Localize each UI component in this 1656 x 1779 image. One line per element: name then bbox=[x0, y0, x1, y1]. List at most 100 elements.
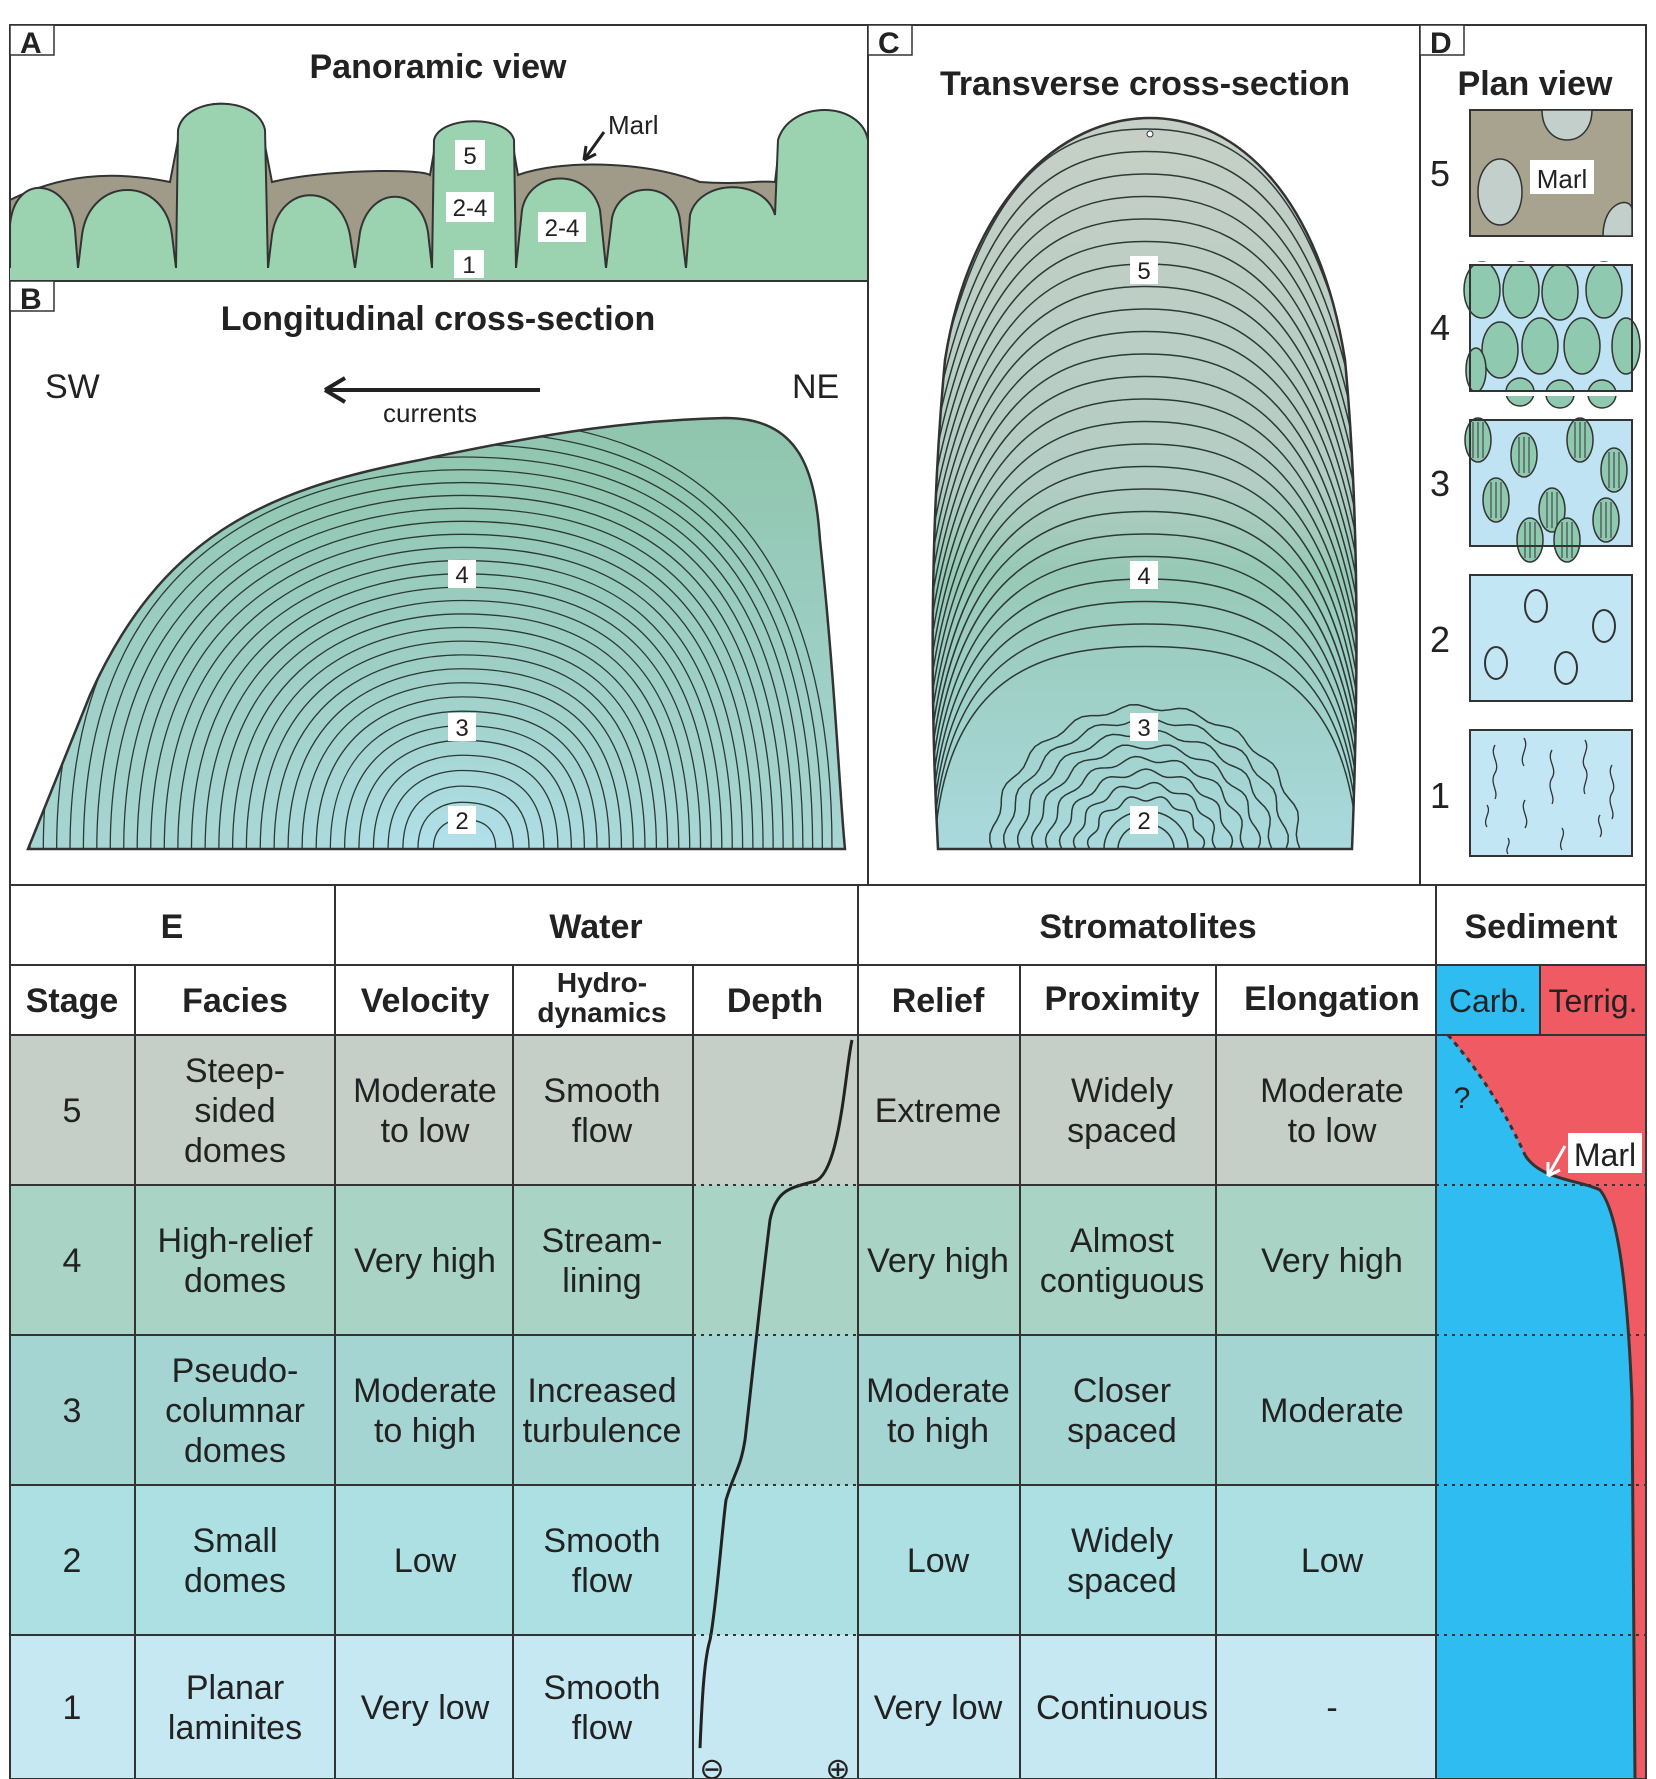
cell-velocity: Moderate bbox=[353, 1072, 497, 1110]
panel-a-label-1: 1 bbox=[462, 252, 475, 279]
group-stromatolites: Stromatolites bbox=[1039, 908, 1256, 946]
cell-proximity: Closer bbox=[1073, 1372, 1171, 1410]
cell-hydro: flow bbox=[572, 1709, 633, 1747]
table-e: ? Marl E Water Stromatolites Sediment St… bbox=[9, 884, 1647, 1779]
cell-relief: Extreme bbox=[875, 1092, 1002, 1130]
cell-hydro: turbulence bbox=[523, 1412, 682, 1450]
table-row bbox=[10, 1335, 1436, 1485]
cell-relief: Moderate bbox=[866, 1372, 1010, 1410]
cell-relief: Low bbox=[907, 1542, 970, 1580]
panel-c-stage-5: 5 bbox=[1137, 258, 1150, 285]
panel-c: C Transverse cross-section 5 4 3 2 bbox=[867, 24, 1421, 886]
header-hydro-1: Hydro- bbox=[557, 967, 647, 998]
panel-a: A Panoramic view 5 2-4 2-4 1 Marl bbox=[9, 24, 869, 282]
plan-marl-label: Marl bbox=[1537, 164, 1588, 194]
cell-facies: columnar bbox=[165, 1392, 305, 1430]
currents-label: currents bbox=[383, 398, 477, 428]
cell-proximity: spaced bbox=[1067, 1412, 1177, 1450]
cell-proximity: spaced bbox=[1067, 1562, 1177, 1600]
depth-curve bbox=[698, 1039, 854, 1749]
sw-label: SW bbox=[45, 368, 100, 406]
cell-proximity: Continuous bbox=[1036, 1689, 1208, 1727]
panel-c-letter: C bbox=[878, 27, 900, 60]
panel-c-stage-4: 4 bbox=[1137, 563, 1150, 590]
cell-elongation: to low bbox=[1288, 1112, 1377, 1150]
cell-proximity: spaced bbox=[1067, 1112, 1177, 1150]
depth-minus-icon: ⊖ bbox=[699, 1753, 724, 1779]
table-row bbox=[10, 1635, 1436, 1779]
cell-proximity: contiguous bbox=[1040, 1262, 1204, 1300]
cell-hydro: Stream- bbox=[542, 1222, 663, 1260]
cell-hydro: Smooth bbox=[543, 1669, 660, 1707]
header-hydro-2: dynamics bbox=[537, 997, 666, 1028]
cell-hydro: Increased bbox=[527, 1372, 676, 1410]
cell-elongation: Moderate bbox=[1260, 1392, 1404, 1430]
header-stage: Stage bbox=[26, 982, 119, 1020]
cell-hydro: flow bbox=[572, 1112, 633, 1150]
cell-relief: Very high bbox=[867, 1242, 1009, 1280]
panel-a-letter: A bbox=[20, 27, 42, 60]
group-water: Water bbox=[549, 908, 642, 946]
cell-velocity: to low bbox=[381, 1112, 470, 1150]
panel-b-stage-2: 2 bbox=[455, 808, 468, 835]
plan-stage-5: 5 bbox=[1430, 153, 1450, 194]
panel-a-label-2-4b: 2-4 bbox=[545, 215, 580, 242]
panel-a-title: Panoramic view bbox=[309, 48, 567, 86]
cell-velocity: Low bbox=[394, 1542, 457, 1580]
carbonate-fill bbox=[1436, 1035, 1635, 1779]
cell-facies: Small bbox=[192, 1522, 277, 1560]
panel-b: B Longitudinal cross-section SW NE curre… bbox=[9, 280, 869, 886]
header-facies: Facies bbox=[182, 982, 288, 1020]
plan-stage-4: 4 bbox=[1430, 307, 1450, 348]
panel-a-label-5: 5 bbox=[463, 143, 476, 170]
sediment-marl-arrow-icon bbox=[1546, 1145, 1567, 1178]
panel-b-stage-3: 3 bbox=[455, 715, 468, 742]
cell-stage: 3 bbox=[63, 1392, 82, 1430]
cell-velocity: to high bbox=[374, 1412, 476, 1450]
cell-velocity: Moderate bbox=[353, 1372, 497, 1410]
header-relief: Relief bbox=[892, 982, 985, 1020]
header-terrig: Terrig. bbox=[1549, 983, 1638, 1019]
table-row bbox=[10, 1185, 1436, 1335]
cell-elongation: Moderate bbox=[1260, 1072, 1404, 1110]
panel-b-title: Longitudinal cross-section bbox=[221, 300, 655, 338]
cell-facies: High-relief bbox=[158, 1222, 313, 1260]
header-proximity: Proximity bbox=[1045, 980, 1200, 1018]
panel-c-stage-2: 2 bbox=[1137, 808, 1150, 835]
panel-a-marl-label: Marl bbox=[608, 110, 659, 140]
cell-hydro: lining bbox=[562, 1262, 641, 1300]
ne-label: NE bbox=[792, 368, 839, 406]
cell-facies: domes bbox=[184, 1432, 286, 1470]
cell-facies: domes bbox=[184, 1132, 286, 1170]
marl-arrow-icon bbox=[582, 131, 606, 162]
panel-a-label-2-4a: 2-4 bbox=[453, 195, 488, 222]
cell-facies: domes bbox=[184, 1562, 286, 1600]
sediment-question: ? bbox=[1454, 1082, 1471, 1115]
panel-c-stage-3: 3 bbox=[1137, 715, 1150, 742]
plan-stage-1: 1 bbox=[1430, 775, 1450, 816]
panel-c-title: Transverse cross-section bbox=[940, 65, 1350, 103]
cell-facies: Steep- bbox=[185, 1052, 285, 1090]
cell-stage: 2 bbox=[63, 1542, 82, 1580]
group-sediment: Sediment bbox=[1464, 908, 1617, 946]
panel-d: D Plan view Marl 5 4 3 2 bbox=[1419, 24, 1647, 886]
panel-b-stage-4: 4 bbox=[455, 562, 468, 589]
sediment-marl-label: Marl bbox=[1574, 1137, 1636, 1173]
cell-proximity: Widely bbox=[1071, 1072, 1173, 1110]
cell-relief: Very low bbox=[874, 1689, 1003, 1727]
cell-stage: 1 bbox=[63, 1689, 82, 1727]
plan-stage-2: 2 bbox=[1430, 619, 1450, 660]
cell-facies: domes bbox=[184, 1262, 286, 1300]
cell-stage: 4 bbox=[63, 1242, 82, 1280]
panel-b-letter: B bbox=[20, 283, 42, 316]
cell-hydro: Smooth bbox=[543, 1522, 660, 1560]
panel-d-title: Plan view bbox=[1458, 65, 1614, 103]
header-velocity: Velocity bbox=[361, 982, 490, 1020]
cell-relief: to high bbox=[887, 1412, 989, 1450]
panel-d-letter: D bbox=[1430, 27, 1452, 60]
currents-arrow-icon bbox=[323, 376, 540, 404]
cell-elongation: - bbox=[1326, 1689, 1337, 1727]
cell-facies: laminites bbox=[168, 1709, 302, 1747]
plan-stage-3: 3 bbox=[1430, 463, 1450, 504]
